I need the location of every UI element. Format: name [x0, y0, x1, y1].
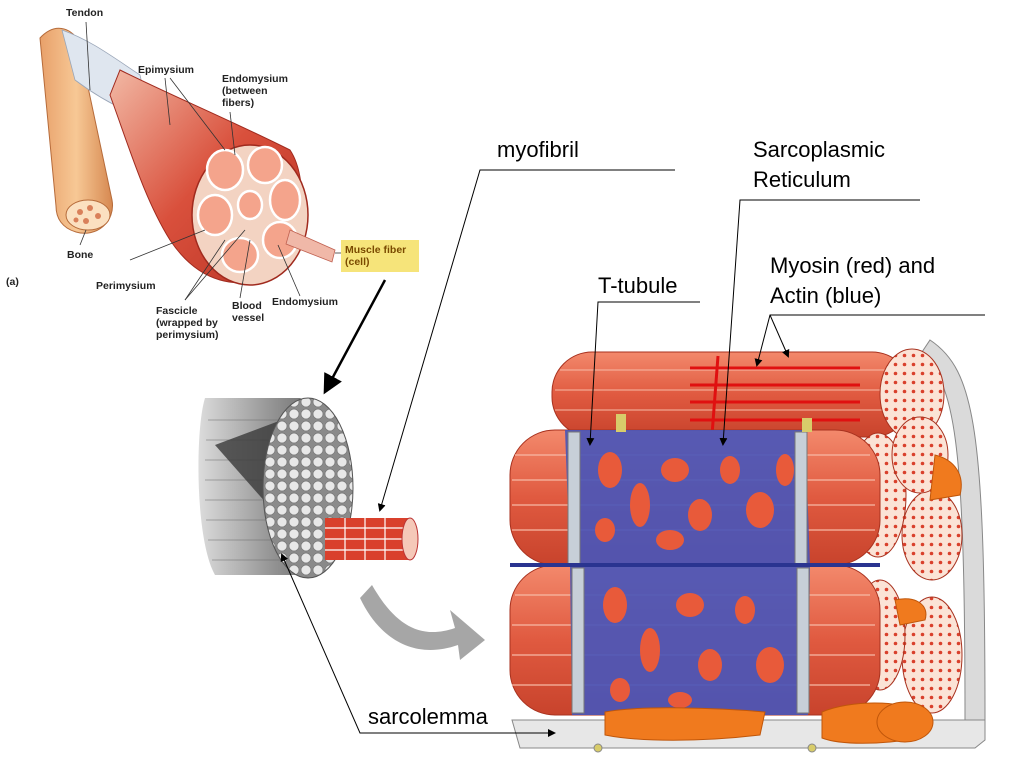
- fiber-strand: [285, 229, 336, 263]
- label-endomysium-between-fibers: Endomysium (between fibers): [222, 73, 288, 109]
- curved-arrow: [360, 585, 485, 660]
- muscle-fiber-highlight: Muscle fiber (cell): [341, 240, 419, 272]
- label-endomysium: Endomysium: [272, 296, 338, 308]
- label-bone: Bone: [67, 249, 94, 261]
- arrow-fiber-to-cell: [323, 279, 387, 395]
- sarcoplasmic-reticulum-lower: [570, 565, 810, 715]
- label-t-tubule: T-tubule: [598, 273, 678, 298]
- label-tendon: Tendon: [66, 7, 104, 19]
- fascicles: [196, 145, 302, 274]
- label-blood-vessel: Blood vessel: [232, 300, 265, 324]
- callout-lines: [280, 169, 985, 737]
- sarcomere-block: [509, 339, 986, 753]
- mitochondria: [604, 454, 962, 744]
- label-sarcolemma: sarcolemma: [368, 704, 488, 729]
- label-sarcoplasmic-reticulum: Sarcoplasmic Reticulum: [753, 137, 886, 192]
- top-myofibril: [551, 351, 913, 438]
- label-perimysium: Perimysium: [96, 280, 156, 292]
- red-myofibrils: [325, 517, 419, 561]
- bone-end: [65, 199, 111, 231]
- label-epimysium: Epimysium: [138, 64, 195, 76]
- label-myofibril: myofibril: [497, 137, 579, 162]
- label-panel-a: (a): [6, 276, 19, 288]
- label-myosin-actin: Myosin (red) and Actin (blue): [770, 253, 936, 308]
- sarcoplasmic-reticulum-upper: [565, 430, 810, 565]
- panel-a-illustration: [39, 21, 341, 301]
- label-fascicle: Fascicle (wrapped by perimysium): [156, 305, 219, 341]
- label-muscle-fiber: Muscle fiber (cell): [345, 244, 407, 268]
- gray-muscle-fiber: [198, 397, 419, 579]
